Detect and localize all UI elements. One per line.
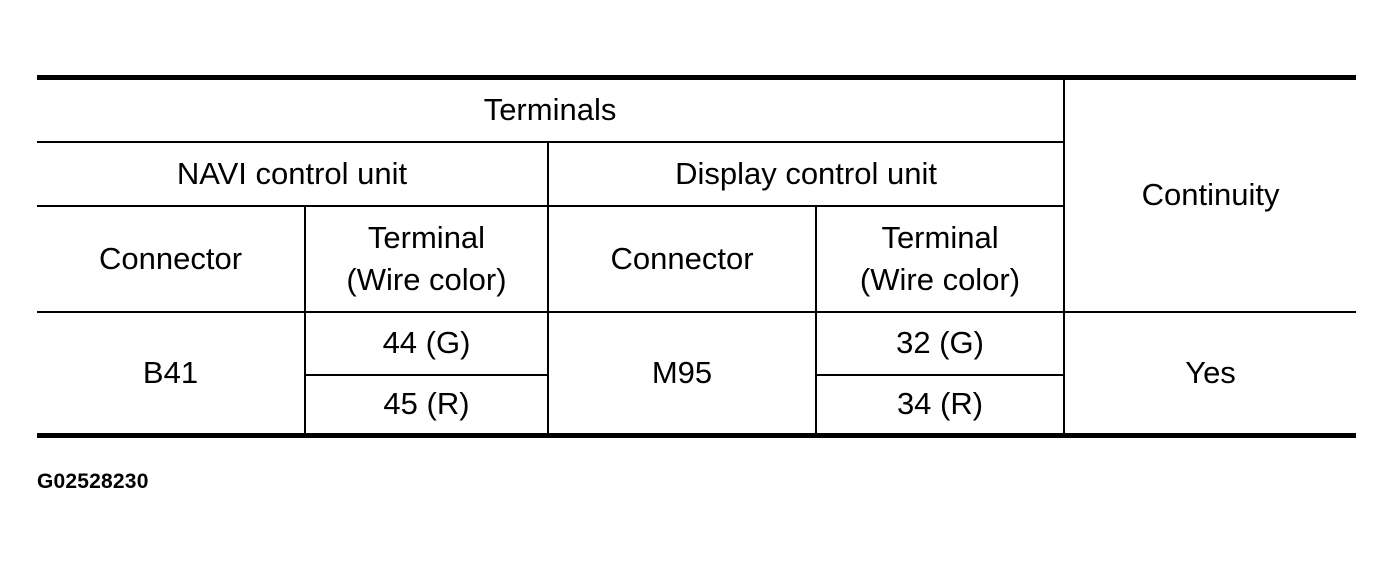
header-display-terminal: Terminal (Wire color): [814, 204, 1066, 313]
cell-navi-terminal-1: 44 (G): [304, 310, 549, 376]
header-continuity: Continuity: [1063, 75, 1357, 313]
header-navi-control-unit: NAVI control unit: [37, 140, 549, 207]
cell-display-connector: M95: [547, 310, 817, 438]
table-row: B41 44 (G) M95 32 (G) Yes: [37, 310, 1357, 438]
cell-display-terminal-1: 32 (G): [814, 310, 1066, 376]
header-display-connector: Connector: [547, 204, 817, 313]
cell-navi-connector: B41: [37, 310, 306, 438]
header-navi-terminal-line1: Terminal: [367, 219, 486, 255]
header-terminals: Terminals: [37, 75, 1066, 143]
continuity-check-table: Terminals Continuity NAVI control unit D…: [37, 75, 1357, 438]
cell-display-terminal-2: 34 (R): [814, 373, 1066, 438]
header-display-control-unit: Display control unit: [546, 140, 1066, 207]
header-navi-terminal-line2: (Wire color): [346, 261, 507, 297]
cell-navi-terminal-2: 45 (R): [305, 373, 549, 438]
table-row: 45 (R) 34 (R): [37, 373, 1356, 438]
table-header-row-terminals: Terminals Continuity: [37, 75, 1357, 313]
header-navi-connector: Connector: [37, 204, 306, 313]
figure-id: G02528230: [37, 470, 149, 493]
table-header-row-columns: Connector Terminal (Wire color) Connecto…: [37, 204, 1356, 313]
header-display-terminal-line1: Terminal: [881, 219, 999, 255]
header-navi-terminal: Terminal (Wire color): [304, 204, 549, 313]
table-header-row-units: NAVI control unit Display control unit: [37, 140, 1356, 207]
header-display-terminal-line2: (Wire color): [859, 261, 1021, 297]
cell-continuity: Yes: [1063, 310, 1357, 438]
